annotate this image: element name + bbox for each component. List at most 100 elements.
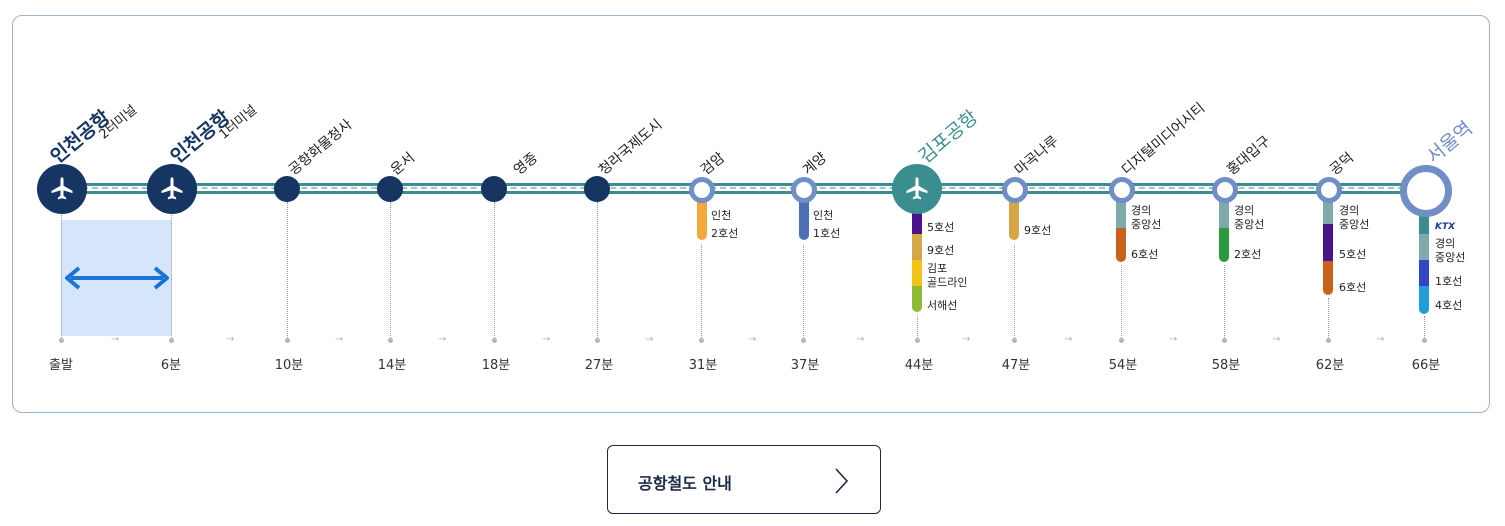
station-node-gimpo-airport[interactable] xyxy=(892,164,942,214)
transfer-line-label: 경의 xyxy=(1435,237,1456,250)
station-node[interactable] xyxy=(1212,177,1238,203)
line-bar-1 xyxy=(1419,260,1429,286)
line-bar-gimpo-gold xyxy=(912,260,922,286)
travel-time: 31분 xyxy=(688,358,718,373)
transfer-line-label: 골드라인 xyxy=(927,276,968,289)
travel-time: 37분 xyxy=(790,358,820,373)
timeline-dot xyxy=(388,338,393,343)
timeline-dot xyxy=(1422,338,1427,343)
station-node[interactable] xyxy=(689,177,715,203)
station-node[interactable] xyxy=(1316,177,1342,203)
transfer-line-label: 1호선 xyxy=(813,227,841,240)
travel-time: 출발 xyxy=(49,358,73,373)
station-node[interactable] xyxy=(481,176,507,202)
guide-line xyxy=(917,315,918,340)
station-node-incheon-t2[interactable] xyxy=(37,164,87,214)
line-bar-gyeongui xyxy=(1116,200,1126,228)
timeline-dot xyxy=(699,338,704,343)
transfer-line-label: 경의 xyxy=(1339,204,1360,217)
travel-time: 10분 xyxy=(274,358,304,373)
transfer-line-label: 9호선 xyxy=(1024,224,1052,237)
timeline-dot xyxy=(595,338,600,343)
timeline-dot xyxy=(169,338,174,343)
line-bar-6 xyxy=(1323,261,1333,295)
travel-time: 47분 xyxy=(1001,358,1031,373)
airplane-icon xyxy=(906,177,928,200)
line-bar-gyeongui xyxy=(1419,234,1429,260)
timeline-dot xyxy=(285,338,290,343)
transfer-line-label: 6호선 xyxy=(1339,281,1367,294)
travel-time: 27분 xyxy=(584,358,614,373)
timeline-dot xyxy=(492,338,497,343)
airplane-icon xyxy=(51,177,73,200)
station-node[interactable] xyxy=(274,176,300,202)
guide-line xyxy=(1224,265,1225,340)
guide-line xyxy=(1424,316,1425,340)
chevron-right-icon: → xyxy=(111,334,120,345)
transfer-line-label: 9호선 xyxy=(927,244,955,257)
station-node[interactable] xyxy=(584,176,610,202)
rail-line-top xyxy=(62,183,1424,186)
transfer-line-label: 5호선 xyxy=(927,221,955,234)
guide-line xyxy=(597,202,598,340)
transfer-line-label: 중앙선 xyxy=(1435,251,1466,264)
guide-line xyxy=(701,245,702,340)
chevron-right-icon: → xyxy=(748,334,757,345)
transfer-line-label: 2호선 xyxy=(1234,248,1262,261)
travel-time: 54분 xyxy=(1108,358,1138,373)
guide-line xyxy=(171,215,172,340)
chevron-right-icon: → xyxy=(335,334,344,345)
chevron-right-icon: → xyxy=(438,334,447,345)
station-node-incheon-t1[interactable] xyxy=(147,164,197,214)
timeline-dot xyxy=(801,338,806,343)
travel-time: 62분 xyxy=(1315,358,1345,373)
station-node[interactable] xyxy=(1002,177,1028,203)
guide-line xyxy=(287,202,288,340)
ktx-logo: KTX xyxy=(1435,222,1456,232)
transfer-line-label: 1호선 xyxy=(1435,275,1463,288)
line-bar-incheon2 xyxy=(697,200,707,240)
chevron-right-icon: → xyxy=(856,334,865,345)
guide-line xyxy=(1328,298,1329,340)
chevron-right-icon: → xyxy=(645,334,654,345)
transfer-line-label: 중앙선 xyxy=(1339,218,1370,231)
chevron-right-icon: → xyxy=(1376,334,1385,345)
transfer-line-label: 인천 xyxy=(813,209,834,222)
travel-time: 6분 xyxy=(160,358,182,373)
line-bar-incheon1 xyxy=(799,200,809,240)
chevron-right-icon: → xyxy=(1272,334,1281,345)
timeline-dot xyxy=(1012,338,1017,343)
transfer-line-label: 중앙선 xyxy=(1131,218,1162,231)
transfer-line-label: 경의 xyxy=(1234,204,1255,217)
airport-railroad-info-button[interactable]: 공항철도 안내 xyxy=(607,445,881,514)
line-bar-2 xyxy=(1219,228,1229,262)
line-bar-seohae xyxy=(912,286,922,312)
line-bar-9 xyxy=(1009,200,1019,240)
line-bar-5 xyxy=(1323,224,1333,261)
line-bar-4 xyxy=(1419,286,1429,314)
guide-line xyxy=(61,215,62,340)
rail-line-dashed xyxy=(62,187,1424,189)
timeline-dot xyxy=(915,338,920,343)
chevron-right-icon: → xyxy=(226,334,235,345)
airplane-icon xyxy=(161,177,183,200)
guide-line xyxy=(1014,245,1015,340)
transfer-line-label: 2호선 xyxy=(711,227,739,240)
guide-line xyxy=(803,245,804,340)
station-node-seoul[interactable] xyxy=(1400,165,1452,217)
station-node[interactable] xyxy=(377,176,403,202)
line-bar-5 xyxy=(912,212,922,234)
travel-time: 18분 xyxy=(481,358,511,373)
travel-time: 66분 xyxy=(1411,358,1441,373)
transfer-line-label: 5호선 xyxy=(1339,248,1367,261)
line-bar-6 xyxy=(1116,228,1126,262)
transfer-line-label: 4호선 xyxy=(1435,299,1463,312)
line-bar-gyeongui xyxy=(1219,200,1229,228)
line-bar-ktx xyxy=(1419,210,1429,234)
rail-line-bottom xyxy=(62,191,1424,194)
transfer-line-label: 김포 xyxy=(927,262,948,275)
chevron-right-icon xyxy=(835,468,849,494)
station-node[interactable] xyxy=(791,177,817,203)
chevron-right-icon: → xyxy=(962,334,971,345)
station-node[interactable] xyxy=(1109,177,1135,203)
